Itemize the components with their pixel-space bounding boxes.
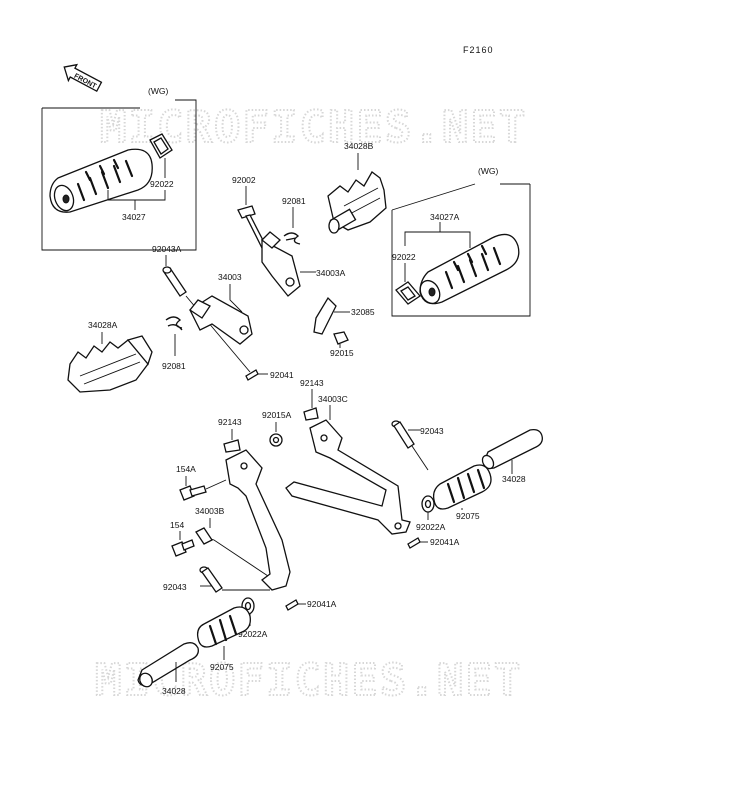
bolt-154 [171,539,195,557]
front-arrow-icon: FRONT [63,63,103,93]
label-34003B: 34003B [195,506,225,516]
label-92043A: 92043A [152,244,182,254]
label-34003C: 34003C [318,394,348,404]
label-92002: 92002 [232,175,256,185]
spring-92081-top [283,232,301,245]
cotter-pin-92041A-right [407,537,421,549]
label-92143-left: 92143 [218,417,242,427]
label-92015: 92015 [330,348,354,358]
pin-92043A [162,266,187,297]
label-92022-left: 92022 [150,179,174,189]
label-34003A: 34003A [316,268,346,278]
wg-tag-right: (WG) [478,166,498,176]
nut-92015A [269,433,283,447]
footpeg-34028B [327,171,387,234]
wg-box-left: (WG) 92022 34027 [41,86,197,251]
footpeg-rubber-right [419,233,520,305]
rubber-92075-left [196,606,251,648]
bracket-34003B [195,449,291,591]
spring-92081-bottom [165,316,183,331]
label-34028B: 34028B [344,141,374,151]
watermark-top: MICROFICHES.NET [100,102,527,153]
peg-shaft-34028-right [481,428,543,470]
label-34003: 34003 [218,272,242,282]
label-154A: 154A [176,464,196,474]
label-92041: 92041 [270,370,294,380]
clip-92143-left [223,439,241,453]
pin-92043-right [391,420,415,449]
footpeg-34028A [67,335,153,393]
label-32085: 32085 [351,307,375,317]
bolt-154A [179,485,207,501]
bracket-34003C [285,419,411,535]
cotter-pin-92041A-left [285,599,299,611]
label-92022-right: 92022 [392,252,416,262]
wg-tag-left: (WG) [148,86,168,96]
plate-32085 [313,296,337,335]
label-92143-top: 92143 [300,378,324,388]
label-34028-right: 34028 [502,474,526,484]
bracket-34003 [189,295,253,345]
label-92022A-right: 92022A [416,522,446,532]
washer-92022-right [395,281,421,305]
pin-92043-left [199,566,223,593]
label-92075-left: 92075 [210,662,234,672]
rubber-92075-right [432,464,492,510]
washer-92022-left [149,133,173,159]
label-154: 154 [170,520,184,530]
label-92075-right: 92075 [456,511,480,521]
wg-box-right: (WG) 34027A 92022 [391,166,531,317]
label-92015A: 92015A [262,410,292,420]
label-92041A-left: 92041A [307,599,337,609]
label-92043-left: 92043 [163,582,187,592]
label-92022A-left: 92022A [238,629,268,639]
label-92043-right: 92043 [420,426,444,436]
footpeg-rubber-left [49,148,153,213]
label-34027: 34027 [122,212,146,222]
washer-92022A-right [421,495,435,513]
label-92081-bottom: 92081 [162,361,186,371]
label-34027A: 34027A [430,212,460,222]
label-92041A-right: 92041A [430,537,460,547]
label-92081-top: 92081 [282,196,306,206]
clip-92143-top [303,407,319,421]
cotter-pin-92041 [245,369,259,381]
figure-code: F2160 [463,45,494,55]
peg-shaft-34028-left [137,642,199,688]
nut-92015 [333,331,349,345]
label-34028A: 34028A [88,320,118,330]
bracket-34003A [261,231,301,297]
label-34028-left: 34028 [162,686,186,696]
